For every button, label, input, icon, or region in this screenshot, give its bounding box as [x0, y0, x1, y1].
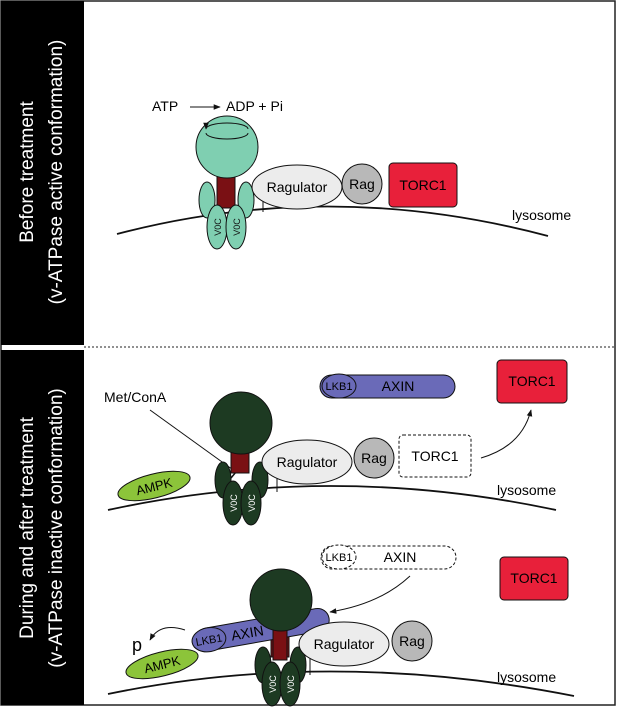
adp-label: ADP + Pi: [226, 98, 283, 114]
torc1-cytosolic: [499, 556, 569, 601]
before-label-bar: [1, 1, 84, 345]
axin-label: AXIN: [382, 378, 415, 394]
v0c-label-a: V0C: [213, 218, 223, 236]
v1-domain: [209, 391, 273, 455]
during-label-line2: (v-ATPase inactive conformation): [46, 388, 67, 667]
before-label-line2: (v-ATPase active conformation): [46, 40, 67, 305]
v1-domain: [249, 568, 313, 632]
torc1-release-arrow: [480, 409, 533, 459]
rotation-arrow-upper: [203, 122, 249, 130]
v0c-label-a: V0C: [268, 675, 278, 693]
rag-label: Rag: [349, 176, 375, 192]
axin-ghost-label: AXIN: [384, 549, 417, 565]
v-atpase-inactive-domains: V0C V0C: [249, 568, 313, 707]
lkb1-bound-label: LKB1: [195, 632, 224, 648]
rag-label: Rag: [399, 633, 425, 649]
lysosome-label: lysosome: [497, 482, 556, 498]
lkb1-ghost-label: LKB1: [326, 552, 353, 564]
rag: [353, 437, 395, 479]
torc1-released: [496, 359, 568, 404]
torc1-ghost: [398, 434, 472, 478]
rag: [391, 620, 433, 662]
rotation-arrow-lower: [205, 132, 249, 140]
inhibition-line: [149, 409, 237, 473]
v0c-label-b: V0C: [247, 494, 257, 512]
ragulator-label: Ragulator: [277, 454, 338, 470]
torc1-label: TORC1: [399, 177, 446, 193]
v0c-label-b: V0C: [232, 218, 242, 236]
torc1-ghost-label: TORC1: [411, 448, 458, 464]
atp-label: ATP: [152, 98, 178, 114]
ragulator-label: Ragulator: [314, 636, 375, 652]
v0c-label-a: V0C: [229, 494, 239, 512]
ampk: [117, 470, 191, 502]
v0c-subunit-b: [240, 480, 262, 526]
lkb1-ghost: [321, 544, 357, 570]
torc1-bound: [388, 162, 458, 208]
ragulator-label: Ragulator: [267, 179, 328, 195]
ragulator: [261, 439, 353, 485]
lysosome-membrane: [107, 485, 557, 511]
during-label-line1: During and after treatment: [17, 416, 38, 639]
after-panel: LKB1 AXIN TORC1 lysosome p AMPK LKB1 AXI…: [107, 544, 575, 707]
lysosome-membrane: [116, 205, 549, 237]
during-label-bar: [1, 350, 84, 705]
rag-label: Rag: [361, 450, 387, 466]
lkb1-bound: [191, 626, 227, 653]
during-panel: Met/ConA lysosome LKB1 AXIN TORC1 AMPK V…: [104, 359, 568, 526]
phosphorylation-arrow: [149, 627, 186, 641]
ampk: [125, 648, 199, 680]
v-atpase-active: V0C V0C: [195, 115, 259, 250]
phospho-label: p: [132, 635, 142, 655]
v0c-label-b: V0C: [286, 675, 296, 693]
lysosome-label: lysosome: [512, 207, 571, 223]
drug-label: Met/ConA: [104, 389, 167, 405]
v1-domain: [195, 115, 259, 179]
lkb1-label: LKB1: [326, 381, 353, 393]
v-atpase-inactive: V0C V0C: [209, 391, 273, 526]
lysosome-label: lysosome: [497, 669, 556, 685]
lysosome-membrane: [107, 670, 575, 697]
torc1-cytosolic-label: TORC1: [510, 570, 557, 586]
before-label-line1: Before treatment: [17, 101, 38, 243]
ragulator: [298, 621, 390, 667]
v0c-subunit-b: [225, 204, 247, 250]
rag: [341, 163, 383, 205]
torc1-released-label: TORC1: [508, 373, 555, 389]
v0c-subunit-b: [279, 661, 301, 707]
axin-recruitment-arrow: [329, 575, 411, 614]
before-panel: ATP ADP + Pi lysosome V0C V0C Ragulator …: [116, 98, 571, 250]
axin-bound-label: AXIN: [230, 622, 265, 643]
lkb1-free: [321, 373, 357, 399]
